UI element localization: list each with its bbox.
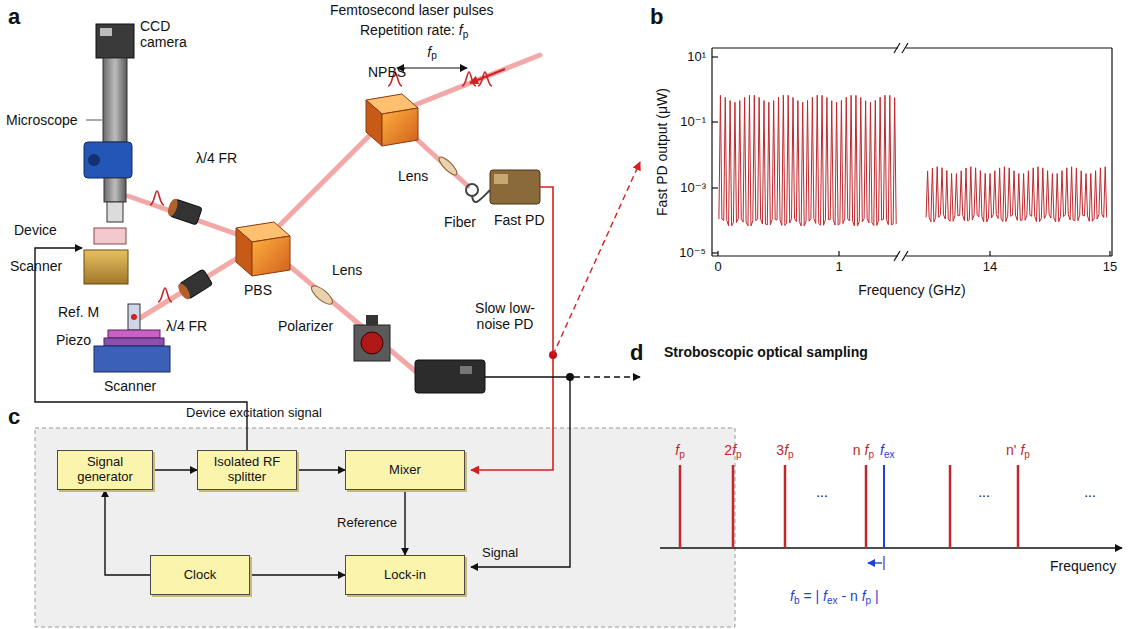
component-label: Scanner bbox=[10, 258, 62, 274]
component-label: Fast PD bbox=[494, 212, 545, 228]
tick-label: 10⁻⁵ bbox=[679, 246, 706, 261]
axis-title: Fast PD output (μW) bbox=[654, 88, 670, 216]
lens bbox=[309, 283, 335, 307]
ellipsis: ... bbox=[1084, 484, 1096, 500]
spectrum-trace bbox=[719, 95, 896, 226]
component-label: Microscope bbox=[6, 112, 78, 128]
comb-label: 3fp bbox=[776, 442, 793, 460]
signal-connector bbox=[105, 490, 150, 575]
beat-formula: fb = | fex - n fp | bbox=[790, 588, 879, 606]
component-label: Polarizer bbox=[278, 318, 333, 334]
spectrum-trace bbox=[719, 95, 1107, 226]
chart-frame bbox=[712, 43, 1112, 261]
beat-arrow bbox=[868, 562, 882, 563]
frequency-axis bbox=[660, 547, 1122, 549]
box-text: Mixer bbox=[389, 463, 421, 478]
device bbox=[84, 228, 128, 284]
comb-label: n fp bbox=[853, 442, 874, 460]
component-label: λ/4 FR bbox=[196, 150, 237, 166]
lens bbox=[437, 155, 460, 178]
tick-label: 15 bbox=[1103, 260, 1117, 275]
signal-connector bbox=[404, 490, 405, 555]
process-box: Clock bbox=[150, 555, 250, 595]
comb-lines bbox=[680, 465, 1018, 548]
component-label: Ref. M bbox=[58, 304, 99, 320]
signal-connector bbox=[297, 469, 345, 470]
polarizer bbox=[354, 315, 390, 361]
beam-label: Femtosecond laser pulses bbox=[330, 2, 493, 18]
signal-label: Device excitation signal bbox=[186, 406, 322, 421]
box-text: Isolated RF splitter bbox=[204, 455, 290, 485]
component-label: Piezo bbox=[56, 332, 91, 348]
panel-title: Stroboscopic optical sampling bbox=[664, 344, 868, 360]
axis-title: Frequency (GHz) bbox=[858, 282, 965, 298]
component-label: CCD camera bbox=[140, 18, 196, 50]
ellipsis: ... bbox=[816, 484, 828, 500]
tick-label: 14 bbox=[983, 260, 997, 275]
excitation-label: fex bbox=[880, 442, 895, 460]
tick-label: 10⁻¹ bbox=[680, 115, 706, 130]
component-label: λ/4 FR bbox=[166, 318, 207, 334]
spectrum-trace bbox=[926, 167, 1107, 222]
tick-label: 10⁻³ bbox=[680, 181, 706, 196]
comb-label: n' fp bbox=[1006, 442, 1030, 460]
box-text: Clock bbox=[184, 568, 217, 583]
panel-letter: a bbox=[8, 4, 20, 29]
component-label: Fiber bbox=[444, 214, 476, 230]
signal-connector bbox=[153, 469, 197, 470]
component-label: NPBS bbox=[368, 64, 406, 80]
beat-bracket bbox=[883, 556, 884, 570]
box-text: Signal generator bbox=[64, 455, 146, 485]
process-box: Lock-in bbox=[345, 555, 465, 595]
comb-label: fp bbox=[675, 442, 685, 460]
edge-label: Reference bbox=[335, 515, 399, 530]
process-box: Signal generator bbox=[57, 450, 153, 490]
excitation-line bbox=[883, 465, 885, 548]
box-text: Lock-in bbox=[384, 568, 426, 583]
laser-pulses bbox=[150, 72, 492, 302]
beam-label: Repetition rate: fp bbox=[360, 22, 468, 40]
panel-letter: d bbox=[630, 340, 643, 365]
panel-background bbox=[35, 428, 735, 627]
component-label: Lens bbox=[332, 262, 362, 278]
panel-letter: c bbox=[8, 404, 20, 429]
slow-photodetector bbox=[415, 360, 485, 393]
signal-label: Signal bbox=[482, 546, 518, 561]
reference-mirror bbox=[94, 304, 170, 372]
faraday-rotator bbox=[176, 269, 213, 301]
process-box: Mixer bbox=[345, 450, 465, 490]
comb-label: 2fp bbox=[724, 442, 741, 460]
component-label: Scanner bbox=[104, 378, 156, 394]
process-box: Isolated RF splitter bbox=[197, 450, 297, 490]
component-label: PBS bbox=[244, 282, 272, 298]
period-label: fp bbox=[427, 44, 437, 62]
tick-label: 10¹ bbox=[687, 50, 706, 65]
tick-label: 1 bbox=[835, 260, 842, 275]
axis-title: Frequency bbox=[1050, 558, 1116, 574]
signal-connector bbox=[250, 574, 345, 575]
panel-letter: b bbox=[650, 4, 663, 29]
period-arrow bbox=[397, 67, 467, 68]
component-label: Device bbox=[14, 222, 57, 238]
fast-photodetector bbox=[490, 170, 540, 204]
slow-pd-output bbox=[471, 373, 640, 567]
pbs-cube bbox=[236, 222, 290, 276]
tick-label: 0 bbox=[714, 260, 721, 275]
microscope bbox=[84, 24, 134, 222]
component-label: Lens bbox=[398, 168, 428, 184]
leader-line bbox=[86, 120, 102, 121]
component-label: Slow low-noise PD bbox=[468, 300, 542, 332]
npbs-cube bbox=[366, 94, 418, 146]
fiber bbox=[466, 184, 490, 202]
ellipsis: ... bbox=[978, 484, 990, 500]
faraday-rotator bbox=[166, 198, 202, 225]
